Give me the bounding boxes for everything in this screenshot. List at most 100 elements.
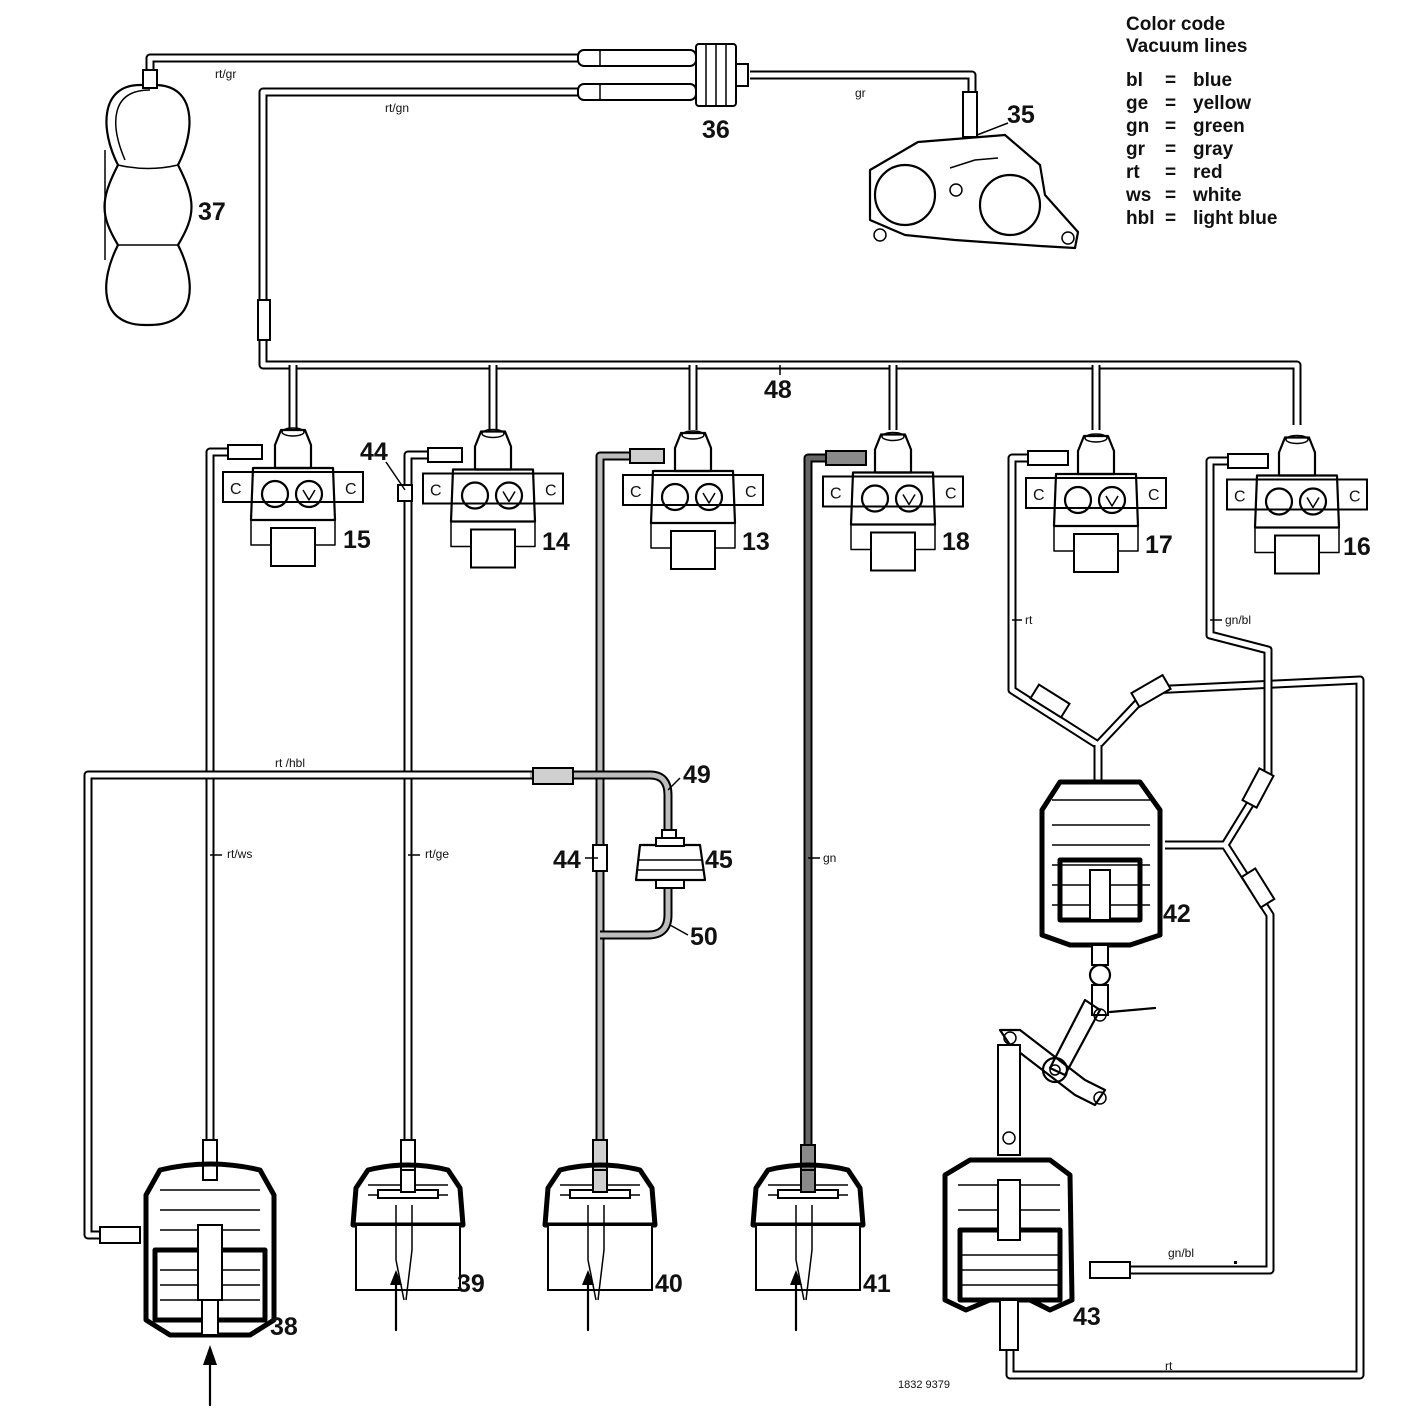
label-41: 41 — [863, 1270, 891, 1298]
bracket-glyph: C — [1234, 489, 1246, 506]
legend-subtitle: Vacuum lines — [1126, 36, 1247, 57]
component-labels: 35 36 37 48 44 15 14 13 18 17 16 49 44 4… — [198, 101, 1371, 1341]
label-38: 38 — [270, 1313, 298, 1341]
legend-equals: = — [1165, 116, 1176, 137]
label-44a: 44 — [360, 438, 388, 466]
legend-equals: = — [1165, 93, 1176, 114]
bracket-glyph: C — [545, 483, 557, 500]
bracket-glyph: C — [630, 484, 642, 501]
label-15: 15 — [343, 526, 371, 554]
legend-entry-rt: rt = red — [1126, 162, 1223, 183]
legend-entry-bl: bl = blue — [1126, 70, 1232, 91]
vacuum-unit-40 — [542, 1162, 658, 1332]
hose-connectors — [99, 69, 1276, 1279]
bracket-glyph: C — [345, 481, 357, 498]
legend-equals: = — [1165, 162, 1176, 183]
legend-code: rt — [1126, 162, 1140, 183]
label-45: 45 — [705, 846, 733, 874]
vacuum-pipes — [83, 53, 1365, 1380]
label-43: 43 — [1073, 1303, 1101, 1331]
color-code-legend: Color code Vacuum lines bl = blue ge = yellow… — [1125, 14, 1277, 229]
vacuum-unit-42 — [1039, 779, 1163, 1022]
legend-code: hbl — [1126, 208, 1155, 229]
vacuum-damper-45 — [634, 829, 707, 889]
legend-entry-gn: gn = green — [1126, 116, 1245, 137]
vacuum-reservoir-37 — [103, 83, 193, 327]
bracket-glyph: C — [1349, 489, 1361, 506]
label-18: 18 — [942, 528, 970, 556]
legend-title: Color code — [1126, 14, 1225, 35]
legend-color: light blue — [1193, 208, 1277, 229]
label-37: 37 — [198, 198, 226, 226]
label-39: 39 — [457, 1270, 485, 1298]
linkage — [997, 998, 1107, 1156]
wire-label-rt-hbl: rt /hbl — [275, 756, 305, 770]
legend-code: ws — [1125, 185, 1151, 206]
bracket-glyph: C — [430, 483, 442, 500]
switchover-valve-36 — [577, 43, 749, 107]
label-44b: 44 — [553, 846, 581, 874]
label-leaders — [385, 122, 1009, 936]
legend-color: blue — [1193, 70, 1232, 91]
wire-label-rt-gn: rt/gn — [385, 101, 409, 115]
wire-label-rt-ge: rt/ge — [425, 847, 449, 861]
wire-label-rt-ws: rt/ws — [227, 847, 252, 861]
label-42: 42 — [1163, 900, 1191, 928]
legend-color: red — [1193, 162, 1223, 183]
bracket-glyph: C — [830, 486, 842, 503]
legend-code: ge — [1126, 93, 1148, 114]
wire-label-gr: gr — [855, 86, 866, 100]
legend-color: gray — [1193, 139, 1234, 160]
vacuum-unit-41 — [750, 1162, 866, 1332]
vacuum-unit-38 — [143, 1161, 277, 1407]
wire-label-rt-17: rt — [1025, 613, 1033, 627]
label-40: 40 — [655, 1270, 683, 1298]
wire-labels: rt/gr rt/gn gr rt /hbl rt/ws rt/ge gn rt… — [215, 67, 1251, 1391]
label-13: 13 — [742, 528, 770, 556]
wire-label-gn-bl-43: gn/bl — [1168, 1246, 1194, 1260]
bracket-glyph: C — [745, 484, 757, 501]
bracket-glyph: C — [1033, 487, 1045, 504]
legend-entry-ws: ws = white — [1125, 185, 1242, 206]
label-36: 36 — [702, 116, 730, 144]
label-35: 35 — [1007, 101, 1035, 129]
label-50: 50 — [690, 923, 718, 951]
legend-equals: = — [1165, 185, 1176, 206]
legend-color: yellow — [1193, 93, 1251, 114]
legend-equals: = — [1165, 208, 1176, 229]
legend-color: green — [1193, 116, 1245, 137]
label-14: 14 — [542, 528, 570, 556]
label-17: 17 — [1145, 531, 1173, 559]
wire-label-gn-bl-16: gn/bl — [1225, 613, 1251, 627]
legend-code: bl — [1126, 70, 1143, 91]
legend-code: gr — [1126, 139, 1146, 160]
bracket-glyph: C — [230, 481, 242, 498]
legend-color: white — [1192, 185, 1242, 206]
legend-entry-gr: gr = gray — [1126, 139, 1234, 160]
label-16: 16 — [1343, 533, 1371, 561]
wire-label-rt-gr: rt/gr — [215, 67, 236, 81]
legend-equals: = — [1165, 139, 1176, 160]
legend-code: gn — [1126, 116, 1149, 137]
wire-label-ticks — [210, 619, 1222, 859]
label-48: 48 — [764, 376, 792, 404]
throttle-housing-35 — [868, 91, 1080, 250]
wire-label-gn: gn — [823, 851, 836, 865]
legend-equals: = — [1165, 70, 1176, 91]
wire-label-rt-bottom: rt — [1165, 1359, 1173, 1373]
legend-entry-ge: ge = yellow — [1126, 93, 1251, 114]
bracket-glyph: C — [945, 486, 957, 503]
legend-entry-hbl: hbl = light blue — [1126, 208, 1277, 229]
bracket-glyph: C — [1148, 487, 1160, 504]
label-49: 49 — [683, 761, 711, 789]
vacuum-unit-43 — [942, 1157, 1075, 1351]
vacuum-unit-39 — [350, 1162, 466, 1332]
